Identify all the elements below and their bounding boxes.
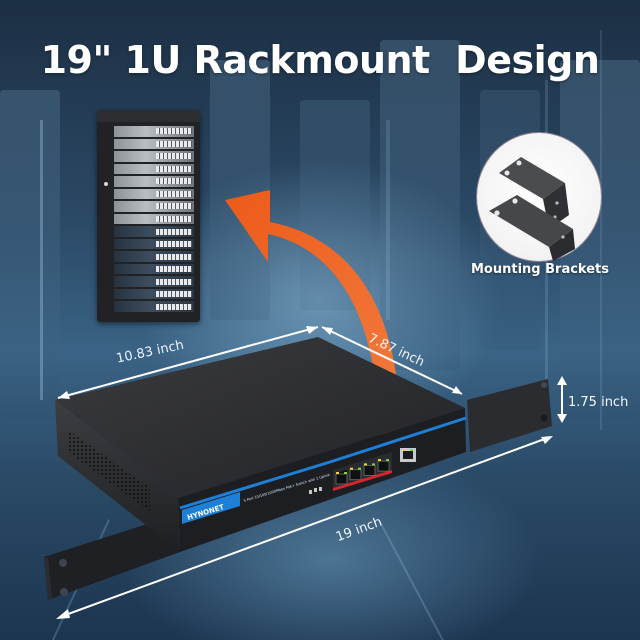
- rack-unit-ports: [156, 165, 192, 172]
- server-rack-image: [97, 110, 200, 322]
- rack-unit-ports: [156, 266, 192, 273]
- rack-unit-ports: [156, 203, 192, 210]
- rack-unit-ports: [156, 291, 192, 298]
- rack-unit-ports: [156, 215, 192, 222]
- rack-unit: [114, 126, 194, 137]
- rack-unit-ports: [156, 241, 192, 248]
- height-dimension-label: 1.75 inch: [568, 395, 629, 410]
- rack-unit: [114, 163, 194, 175]
- poe-port: [349, 469, 362, 481]
- rack-unit-ports: [156, 153, 192, 160]
- rack-unit: [114, 201, 194, 212]
- mounting-brackets-label: Mounting Brackets: [471, 262, 609, 277]
- mounting-brackets-image: [477, 133, 601, 261]
- rack-unit: [114, 263, 194, 275]
- rack-unit: [114, 276, 194, 287]
- poe-strip: [333, 470, 392, 491]
- rack-door-handle: [104, 182, 108, 186]
- rack-unit: [114, 151, 194, 162]
- rack-unit-ports: [156, 190, 192, 197]
- rack-unit-ports: [156, 228, 192, 235]
- rack-unit: [114, 251, 194, 262]
- dimension-lines: [56, 326, 567, 619]
- rack-unit-ports: [156, 278, 192, 285]
- poe-port: [377, 460, 390, 472]
- rack-unit-ports: [156, 178, 192, 185]
- rack-unit-ports: [156, 253, 192, 260]
- page-title: 19" 1U Rackmount Design: [40, 38, 600, 82]
- rack-unit: [114, 288, 194, 300]
- poe-port: [335, 473, 348, 485]
- rack-unit: [114, 176, 194, 187]
- poe-port: [363, 464, 376, 476]
- rack-unit: [114, 188, 194, 200]
- rack-unit-ports: [156, 303, 192, 310]
- rack-unit: [114, 301, 194, 312]
- rack-unit: [114, 226, 194, 237]
- rack-unit: [114, 138, 194, 150]
- rack-unit: [114, 238, 194, 250]
- rack-unit-ports: [156, 140, 192, 147]
- rack-unit: [114, 213, 194, 225]
- rack-unit-ports: [156, 128, 192, 135]
